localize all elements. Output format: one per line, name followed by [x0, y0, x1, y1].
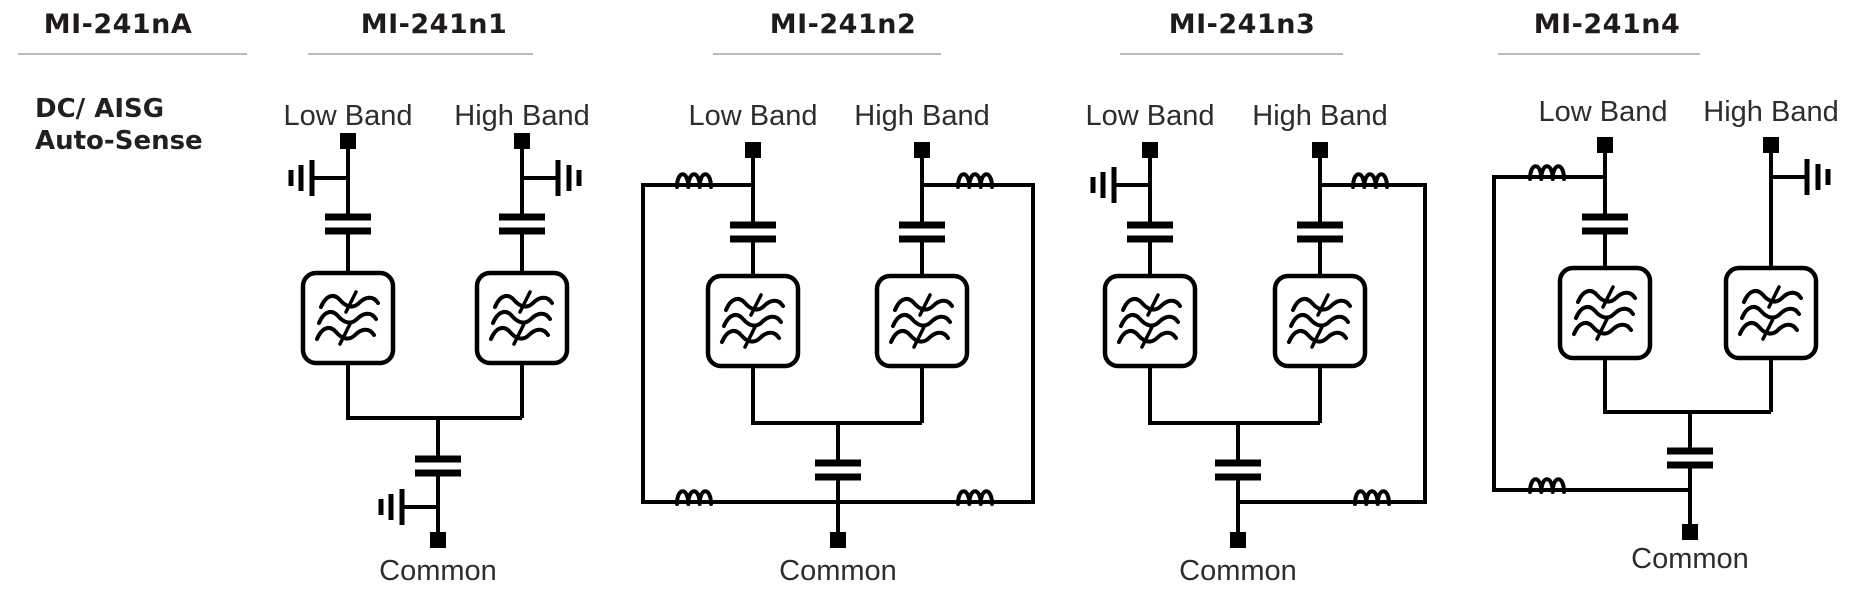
high-band-port-icon [1312, 142, 1328, 158]
low-band-label: Low Band [283, 100, 413, 132]
rf-ground-icon [291, 160, 348, 196]
wires [1148, 158, 1427, 533]
common-port-icon [1682, 524, 1698, 540]
schematic-mi-241n2 [641, 142, 1035, 548]
high-band-label: High Band [1252, 100, 1388, 132]
low-band-port-icon [745, 142, 761, 158]
common-port-icon [430, 532, 446, 548]
header-underline [18, 53, 247, 55]
series-capacitor-icon [897, 221, 947, 243]
low-band-port-icon [1597, 137, 1613, 153]
common-label: Common [779, 555, 897, 587]
low-band-label: Low Band [688, 100, 818, 132]
schematic-mi-241n1 [291, 133, 579, 548]
band-pass-filter-icon [708, 276, 798, 366]
series-capacitor-icon [1125, 221, 1175, 243]
high-band-port-icon [514, 133, 530, 149]
band-pass-filter-icon [877, 276, 967, 366]
series-capacitor-icon [813, 459, 863, 481]
column-header-mi-241n2: MI-241n2 [769, 9, 917, 40]
common-label: Common [1631, 543, 1749, 575]
schematic-mi-241n3 [1093, 142, 1427, 548]
band-pass-filter-icon [303, 273, 393, 363]
band-pass-filter-icon [1726, 268, 1816, 358]
row-label-line-2: Auto-Sense [35, 126, 203, 156]
common-port-icon [1230, 532, 1246, 548]
column-header-mi-241n3: MI-241n3 [1168, 9, 1316, 40]
high-band-label: High Band [854, 100, 990, 132]
wires [1492, 153, 1773, 524]
low-band-label: Low Band [1538, 96, 1668, 128]
series-capacitor-icon [728, 221, 778, 243]
series-capacitor-icon [1295, 221, 1345, 243]
series-capacitor-icon [323, 213, 373, 235]
schematic-mi-241n4 [1492, 137, 1828, 540]
header-underline [713, 53, 941, 55]
low-band-port-icon [1142, 142, 1158, 158]
series-capacitor-icon [1580, 213, 1630, 235]
rf-ground-icon [1093, 167, 1150, 203]
high-band-port-icon [914, 142, 930, 158]
row-label-dc-aisg-auto-sense: DC/ AISG Auto-Sense [35, 93, 203, 157]
band-pass-filter-icon [1560, 268, 1650, 358]
low-band-port-icon [340, 133, 356, 149]
series-capacitor-icon [413, 455, 463, 477]
high-band-port-icon [1763, 137, 1779, 153]
header-underline [308, 53, 533, 55]
header-underline [1498, 53, 1700, 55]
header-underline [1120, 53, 1343, 55]
rf-ground-icon [522, 160, 579, 196]
column-header-mi-241n4: MI-241n4 [1533, 9, 1681, 40]
band-pass-filter-icon [477, 273, 567, 363]
column-header-mi-241na: MI-241nA [43, 9, 193, 40]
series-capacitor-icon [497, 213, 547, 235]
series-capacitor-icon [1665, 447, 1715, 469]
rf-ground-icon [381, 489, 438, 525]
low-band-label: Low Band [1085, 100, 1215, 132]
band-pass-filter-icon [1275, 276, 1365, 366]
row-label-line-1: DC/ AISG [35, 94, 165, 124]
band-pass-filter-icon [1105, 276, 1195, 366]
high-band-label: High Band [1703, 96, 1839, 128]
high-band-label: High Band [454, 100, 590, 132]
column-header-mi-241n1: MI-241n1 [360, 9, 508, 40]
series-capacitor-icon [1213, 459, 1263, 481]
wires [346, 149, 524, 532]
common-port-icon [830, 532, 846, 548]
common-label: Common [379, 555, 497, 587]
rf-ground-icon [1771, 159, 1828, 195]
common-label: Common [1179, 555, 1297, 587]
